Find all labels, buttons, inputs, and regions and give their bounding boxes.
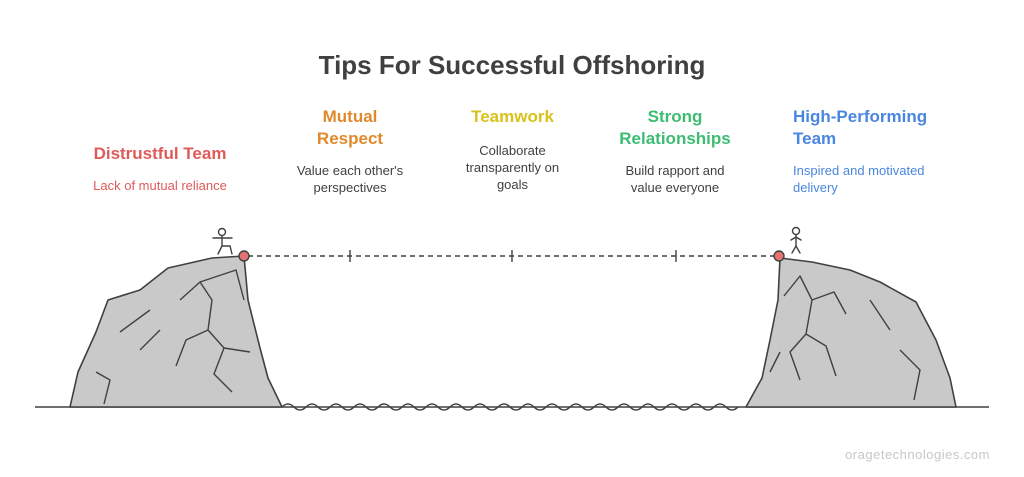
stage-description: Build rapport and value everyone bbox=[600, 162, 750, 196]
stage-description: Value each other's perspectives bbox=[275, 162, 425, 196]
stage-description-line: transparently on bbox=[465, 160, 560, 175]
stage-description-line: Inspired and motivated bbox=[793, 163, 925, 178]
left-person-icon bbox=[212, 227, 233, 255]
stage-description-line: Value each other's bbox=[296, 163, 404, 178]
stage-high-performing-team: High-Performing Team Inspired and motiva… bbox=[793, 106, 993, 196]
stage-distrustful-team: Distrustful Team Lack of mutual reliance bbox=[60, 143, 260, 194]
stage-heading: Mutual Respect bbox=[275, 106, 425, 150]
page-title: Tips For Successful Offshoring bbox=[318, 50, 706, 80]
stage-description-line: value everyone bbox=[630, 180, 720, 195]
stage-description-line: Collaborate bbox=[479, 143, 546, 158]
end-point bbox=[773, 250, 785, 262]
stage-description: Collaborate transparently on goals bbox=[440, 142, 585, 193]
stage-heading: Strong Relationships bbox=[600, 106, 750, 150]
stage-description-line: goals bbox=[496, 177, 529, 192]
stage-teamwork: Teamwork Collaborate transparently on go… bbox=[440, 106, 585, 193]
stage-heading-line: High-Performing bbox=[793, 107, 928, 126]
stage-heading: Distrustful Team bbox=[93, 144, 227, 163]
stage-mutual-respect: Mutual Respect Value each other's perspe… bbox=[275, 106, 425, 196]
stage-heading-line: Strong bbox=[647, 107, 703, 126]
stage-description: Inspired and motivated delivery bbox=[793, 162, 993, 196]
stage-description-line: perspectives bbox=[313, 180, 387, 195]
water-waves bbox=[281, 403, 739, 411]
stage-strong-relationships: Strong Relationships Build rapport and v… bbox=[600, 106, 750, 196]
stage-description-line: delivery bbox=[793, 180, 838, 195]
stage-heading: High-Performing Team bbox=[793, 106, 993, 150]
stage-heading: Teamwork bbox=[471, 107, 554, 126]
stage-description-line: Build rapport and bbox=[625, 163, 725, 178]
stage-heading-line: Mutual bbox=[322, 107, 378, 126]
right-person-icon bbox=[790, 226, 802, 254]
start-point bbox=[238, 250, 250, 262]
left-cliff bbox=[69, 255, 283, 408]
stage-heading-line: Team bbox=[793, 129, 837, 148]
stage-heading-line: Relationships bbox=[619, 129, 731, 148]
watermark: oragetechnologies.com bbox=[845, 447, 990, 462]
stage-heading-line: Respect bbox=[316, 129, 384, 148]
right-cliff bbox=[745, 257, 957, 408]
stage-description: Lack of mutual reliance bbox=[93, 178, 227, 193]
